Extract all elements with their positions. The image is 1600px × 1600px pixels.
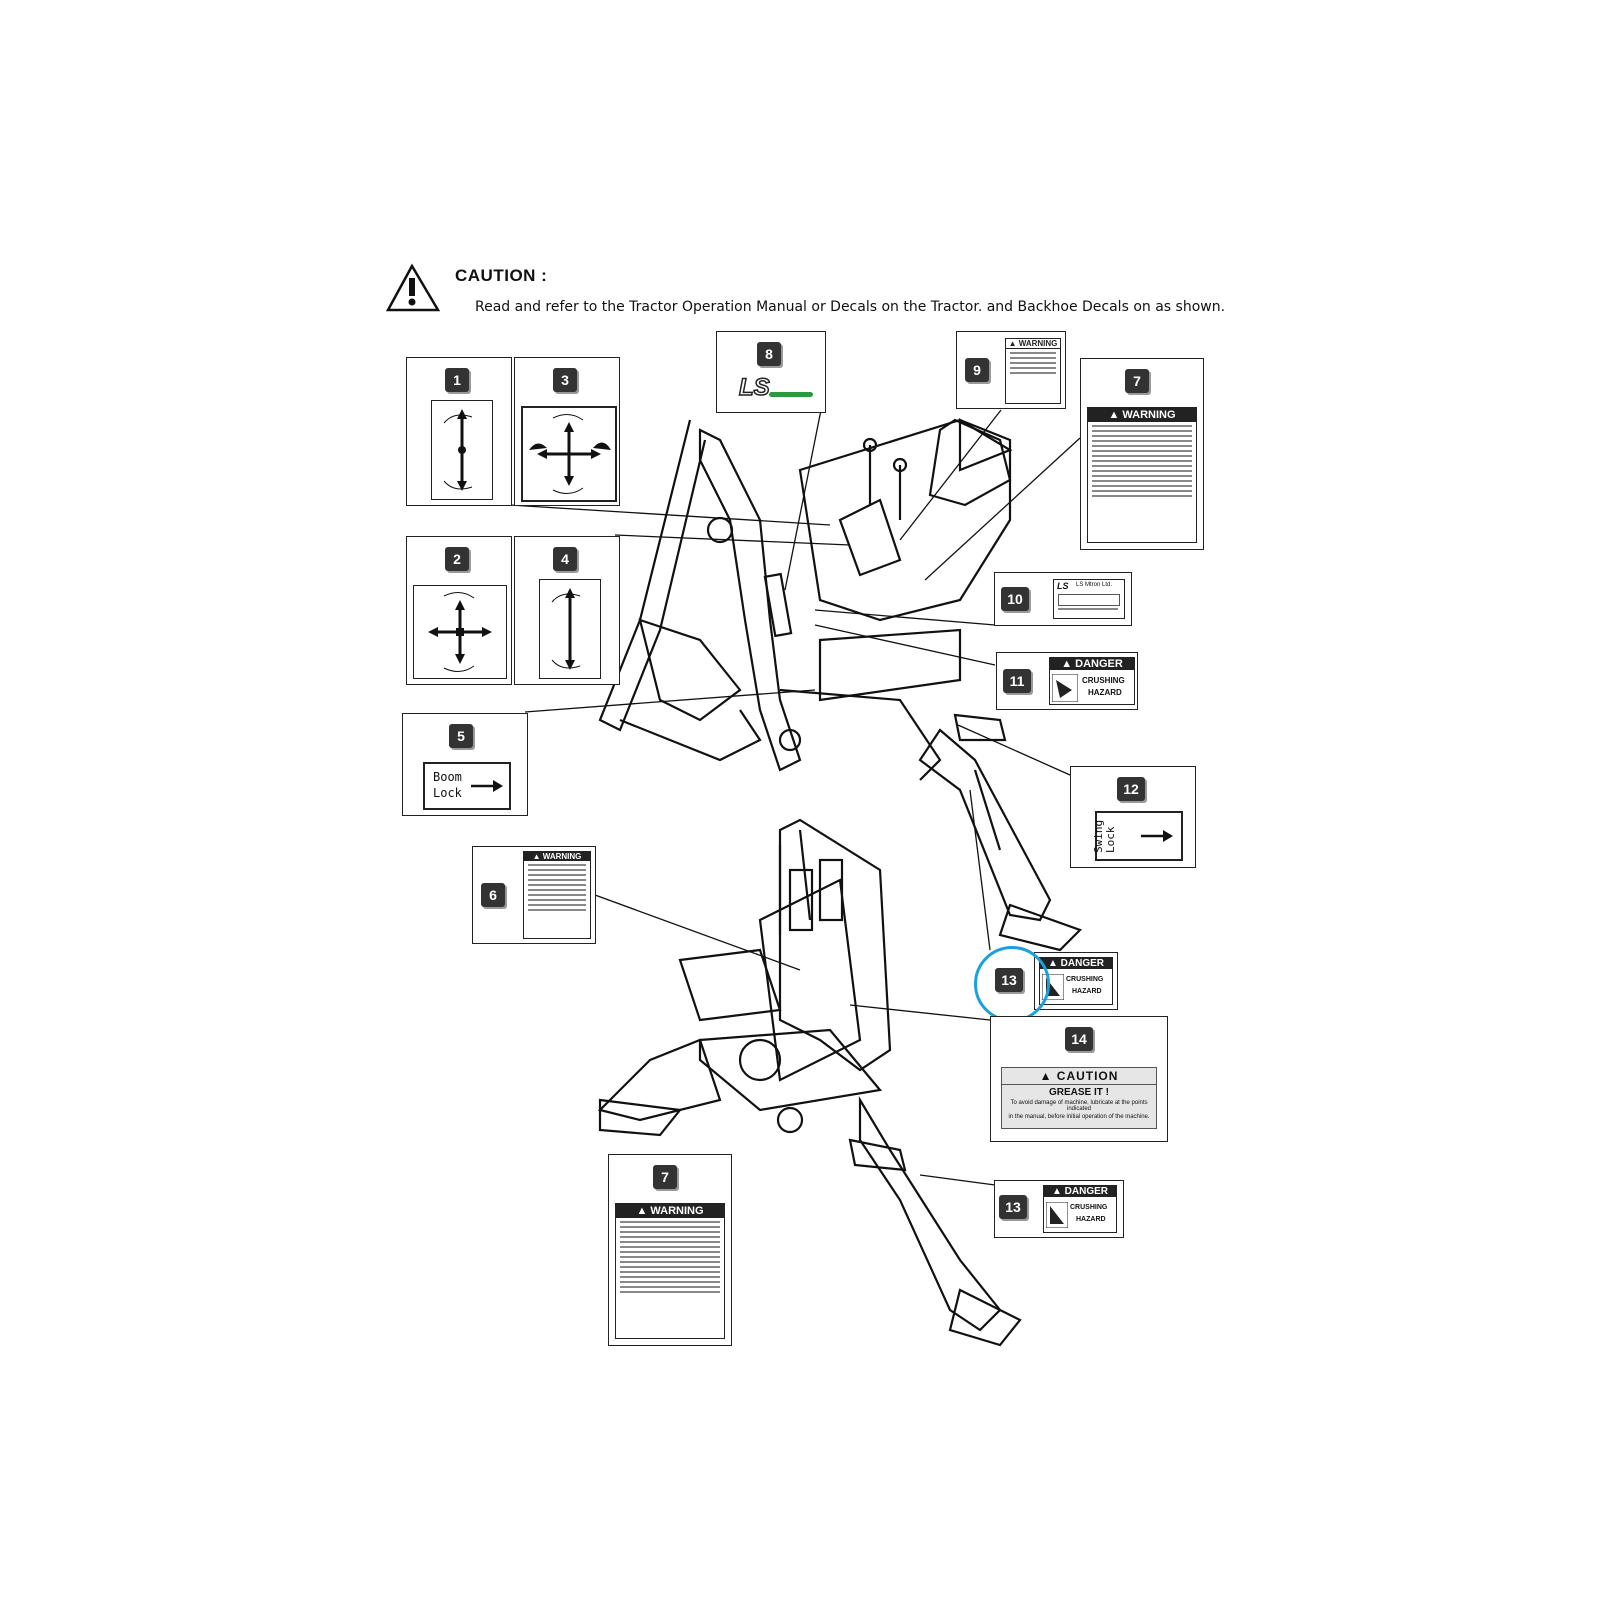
caution-grease-header: ▲ CAUTION <box>1002 1068 1156 1085</box>
warning-header: ▲ WARNING <box>1088 408 1196 422</box>
decal-box-6: 6 ▲ WARNING <box>472 846 596 944</box>
callout-number: 7 <box>653 1165 677 1189</box>
callout-number: 12 <box>1117 777 1145 801</box>
decal-box-11: 11 ▲ DANGER CRUSHING HAZARD <box>996 652 1138 710</box>
warning-decal-6: ▲ WARNING <box>523 851 591 939</box>
ls-plate-company: LS Mtron Ltd. <box>1076 582 1113 588</box>
decal-box-14: 14 ▲ CAUTION GREASE IT ! To avoid damage… <box>990 1016 1168 1142</box>
decal-box-1: 1 <box>406 357 512 506</box>
ls-logo: LS <box>738 373 770 402</box>
arrow-right-icon <box>1141 830 1173 842</box>
boom-lock-decal: Boom Lock <box>423 762 511 810</box>
plate-fields <box>1058 594 1120 606</box>
arrow-right-icon <box>471 780 503 792</box>
decal-box-9: 9 ▲ WARNING <box>956 331 1066 409</box>
danger-header: ▲ DANGER <box>1040 958 1112 969</box>
callout-number: 6 <box>481 883 505 907</box>
highlight-ring <box>974 946 1050 1022</box>
grease-instruction-line2: in the manual, before initial operation … <box>1008 1114 1150 1120</box>
leader-lines <box>509 404 1081 1186</box>
decal-box-13-upper: ▲ DANGER CRUSHING HAZARD <box>1034 952 1118 1010</box>
callout-number: 8 <box>757 342 781 366</box>
danger-header: ▲ DANGER <box>1044 1186 1116 1197</box>
warning-header: ▲ WARNING <box>616 1204 724 1218</box>
danger-decal-13-lower: ▲ DANGER CRUSHING HAZARD <box>1043 1185 1117 1233</box>
decal-box-5: 5 Boom Lock <box>402 713 528 816</box>
decal-box-7-bottom: 7 ▲ WARNING <box>608 1154 732 1346</box>
callout-number: 4 <box>553 547 577 571</box>
danger-line2: HAZARD <box>1088 688 1122 697</box>
decal-2-image <box>413 585 507 679</box>
control-pattern-icon <box>529 414 611 494</box>
danger-header: ▲ DANGER <box>1050 658 1134 670</box>
decal-box-3: 3 <box>514 357 620 506</box>
swing-lock-line2: Lock <box>1104 826 1117 854</box>
boom-lock-line2: Lock <box>433 786 462 800</box>
danger-decal-11: ▲ DANGER CRUSHING HAZARD <box>1049 657 1135 705</box>
caution-title: CAUTION : <box>455 266 548 285</box>
callout-number: 3 <box>553 368 577 392</box>
decal-box-2: 2 <box>406 536 512 685</box>
crushing-hand-icon <box>1052 674 1078 702</box>
callout-number: 2 <box>445 547 469 571</box>
danger-decal-13: ▲ DANGER CRUSHING HAZARD <box>1039 957 1113 1005</box>
callout-number: 9 <box>965 358 989 382</box>
ls-logo-swoosh <box>769 392 813 397</box>
swing-lock-decal: Swing Lock <box>1092 811 1183 861</box>
ls-plate-logo: LS <box>1057 581 1069 591</box>
warning-decal-7: ▲ WARNING <box>1087 407 1197 543</box>
crushing-hand-icon <box>1046 1202 1068 1228</box>
callout-number: 1 <box>445 368 469 392</box>
decal-box-12: 12 Swing Lock <box>1070 766 1196 868</box>
control-pattern-icon <box>551 588 581 670</box>
decal-3-image <box>521 406 617 502</box>
danger-line2: HAZARD <box>1076 1216 1106 1223</box>
warning-decal-7-bottom: ▲ WARNING <box>615 1203 725 1339</box>
decal-4-image <box>539 579 601 679</box>
danger-line1: CRUSHING <box>1070 1204 1108 1211</box>
callout-number: 10 <box>1001 587 1029 611</box>
danger-line2: HAZARD <box>1072 988 1102 995</box>
decal-box-13-lower: 13 ▲ DANGER CRUSHING HAZARD <box>994 1180 1124 1238</box>
ls-mtron-plate: LS LS Mtron Ltd. <box>1053 579 1125 619</box>
caution-triangle-icon <box>385 263 441 312</box>
callout-number: 7 <box>1125 369 1149 393</box>
danger-line1: CRUSHING <box>1082 676 1125 685</box>
decal-box-10: 10 LS LS Mtron Ltd. <box>994 572 1132 626</box>
warning-decal-9: ▲ WARNING <box>1005 338 1061 404</box>
swing-lock-text: Swing Lock <box>1092 819 1127 854</box>
callout-number: 5 <box>449 724 473 748</box>
control-pattern-icon <box>443 409 473 491</box>
warning-header: ▲ WARNING <box>524 852 590 861</box>
warning-header: ▲ WARNING <box>1006 339 1060 349</box>
caution-instruction: Read and refer to the Tractor Operation … <box>475 299 1226 315</box>
caution-grease-decal: ▲ CAUTION GREASE IT ! To avoid damage of… <box>1001 1067 1157 1129</box>
callout-number: 11 <box>1003 669 1031 693</box>
decal-1-image <box>431 400 493 500</box>
grease-instruction-line1: To avoid damage of machine, lubricate at… <box>1010 1100 1148 1112</box>
callout-number: 13 <box>999 1195 1027 1219</box>
decal-box-4: 4 <box>514 536 620 685</box>
grease-it-text: GREASE IT ! <box>1048 1087 1109 1098</box>
boom-lock-line1: Boom <box>433 770 462 784</box>
danger-line1: CRUSHING <box>1066 976 1104 983</box>
control-pattern-icon <box>428 592 492 672</box>
decal-box-8: 8 LS <box>716 331 826 413</box>
upper-backhoe <box>598 418 1083 952</box>
lower-backhoe <box>597 818 1022 1347</box>
decal-box-7-top: 7 ▲ WARNING <box>1080 358 1204 550</box>
callout-number: 14 <box>1065 1027 1093 1051</box>
